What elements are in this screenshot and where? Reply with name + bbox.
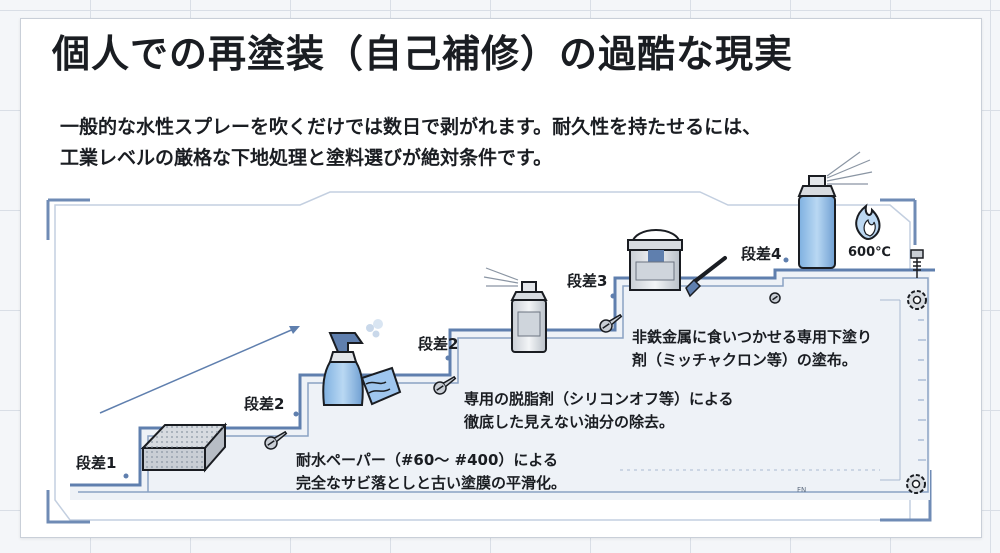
step-description-3-line-1: 非鉄金属に食いつかせる専用下塗り	[632, 328, 873, 346]
subtitle-line-1: 一般的な水性スプレーを吹くだけでは数日で剥がれます。耐久性を持たせるには、	[60, 116, 762, 138]
step-description-3: 非鉄金属に食いつかせる専用下塗り 剤（ミッチャクロン等）の塗布。	[632, 326, 872, 372]
step-label-5: 段差4	[741, 245, 782, 263]
step-label-1: 段差1	[76, 454, 117, 472]
spray-can-icon	[483, 267, 548, 353]
sponge-icon	[140, 422, 228, 473]
svg-text:FN: FN	[797, 486, 806, 494]
step-label-4: 段差3	[567, 272, 608, 290]
page-title: 個人での再塗装（自己補修）の過酷な現実	[52, 32, 794, 76]
stair-outline	[70, 268, 935, 487]
paint-can-icon	[627, 229, 683, 291]
screw-icon	[264, 292, 781, 450]
page-subtitle: 一般的な水性スプレーを吹くだけでは数日で剥がれます。耐久性を持たせるには、 工業…	[60, 112, 960, 174]
step-description-1-line-1: 耐水ペーパー（#60～ #400）による	[296, 451, 558, 469]
step-description-1: 耐水ペーパー（#60～ #400）による 完全なサビ落としと古い塗膜の平滑化。	[296, 449, 566, 495]
brush-icon	[685, 256, 727, 298]
step-description-2: 専用の脱脂剤（シリコンオフ等）による 徹底した見えない油分の除去。	[464, 388, 734, 434]
step-label-2: 段差2	[244, 395, 285, 413]
cloth-icon	[360, 366, 402, 406]
bolt-icon	[910, 249, 924, 278]
step-description-2-line-1: 専用の脱脂剤（シリコンオフ等）による	[464, 390, 734, 408]
gear-icon	[906, 290, 927, 494]
heat-label: 600℃	[848, 245, 891, 260]
heat-spray-can-icon	[797, 151, 873, 269]
step-description-2-line-2: 徹底した見えない油分の除去。	[464, 413, 675, 431]
progress-arrow	[99, 326, 300, 414]
step-description-1-line-2: 完全なサビ落としと古い塗膜の平滑化。	[296, 474, 567, 492]
spray-bottle-icon	[322, 319, 383, 406]
label-dots	[123, 257, 789, 479]
subtitle-line-2: 工業レベルの厳格な下地処理と塗料選びが絶対条件です。	[60, 147, 553, 169]
step-label-3: 段差2	[418, 335, 459, 353]
technical-frame	[46, 191, 932, 524]
flame-icon	[855, 203, 881, 241]
stair-steps	[70, 270, 930, 500]
step-description-3-line-2: 剤（ミッチャクロン等）の塗布。	[632, 351, 857, 369]
